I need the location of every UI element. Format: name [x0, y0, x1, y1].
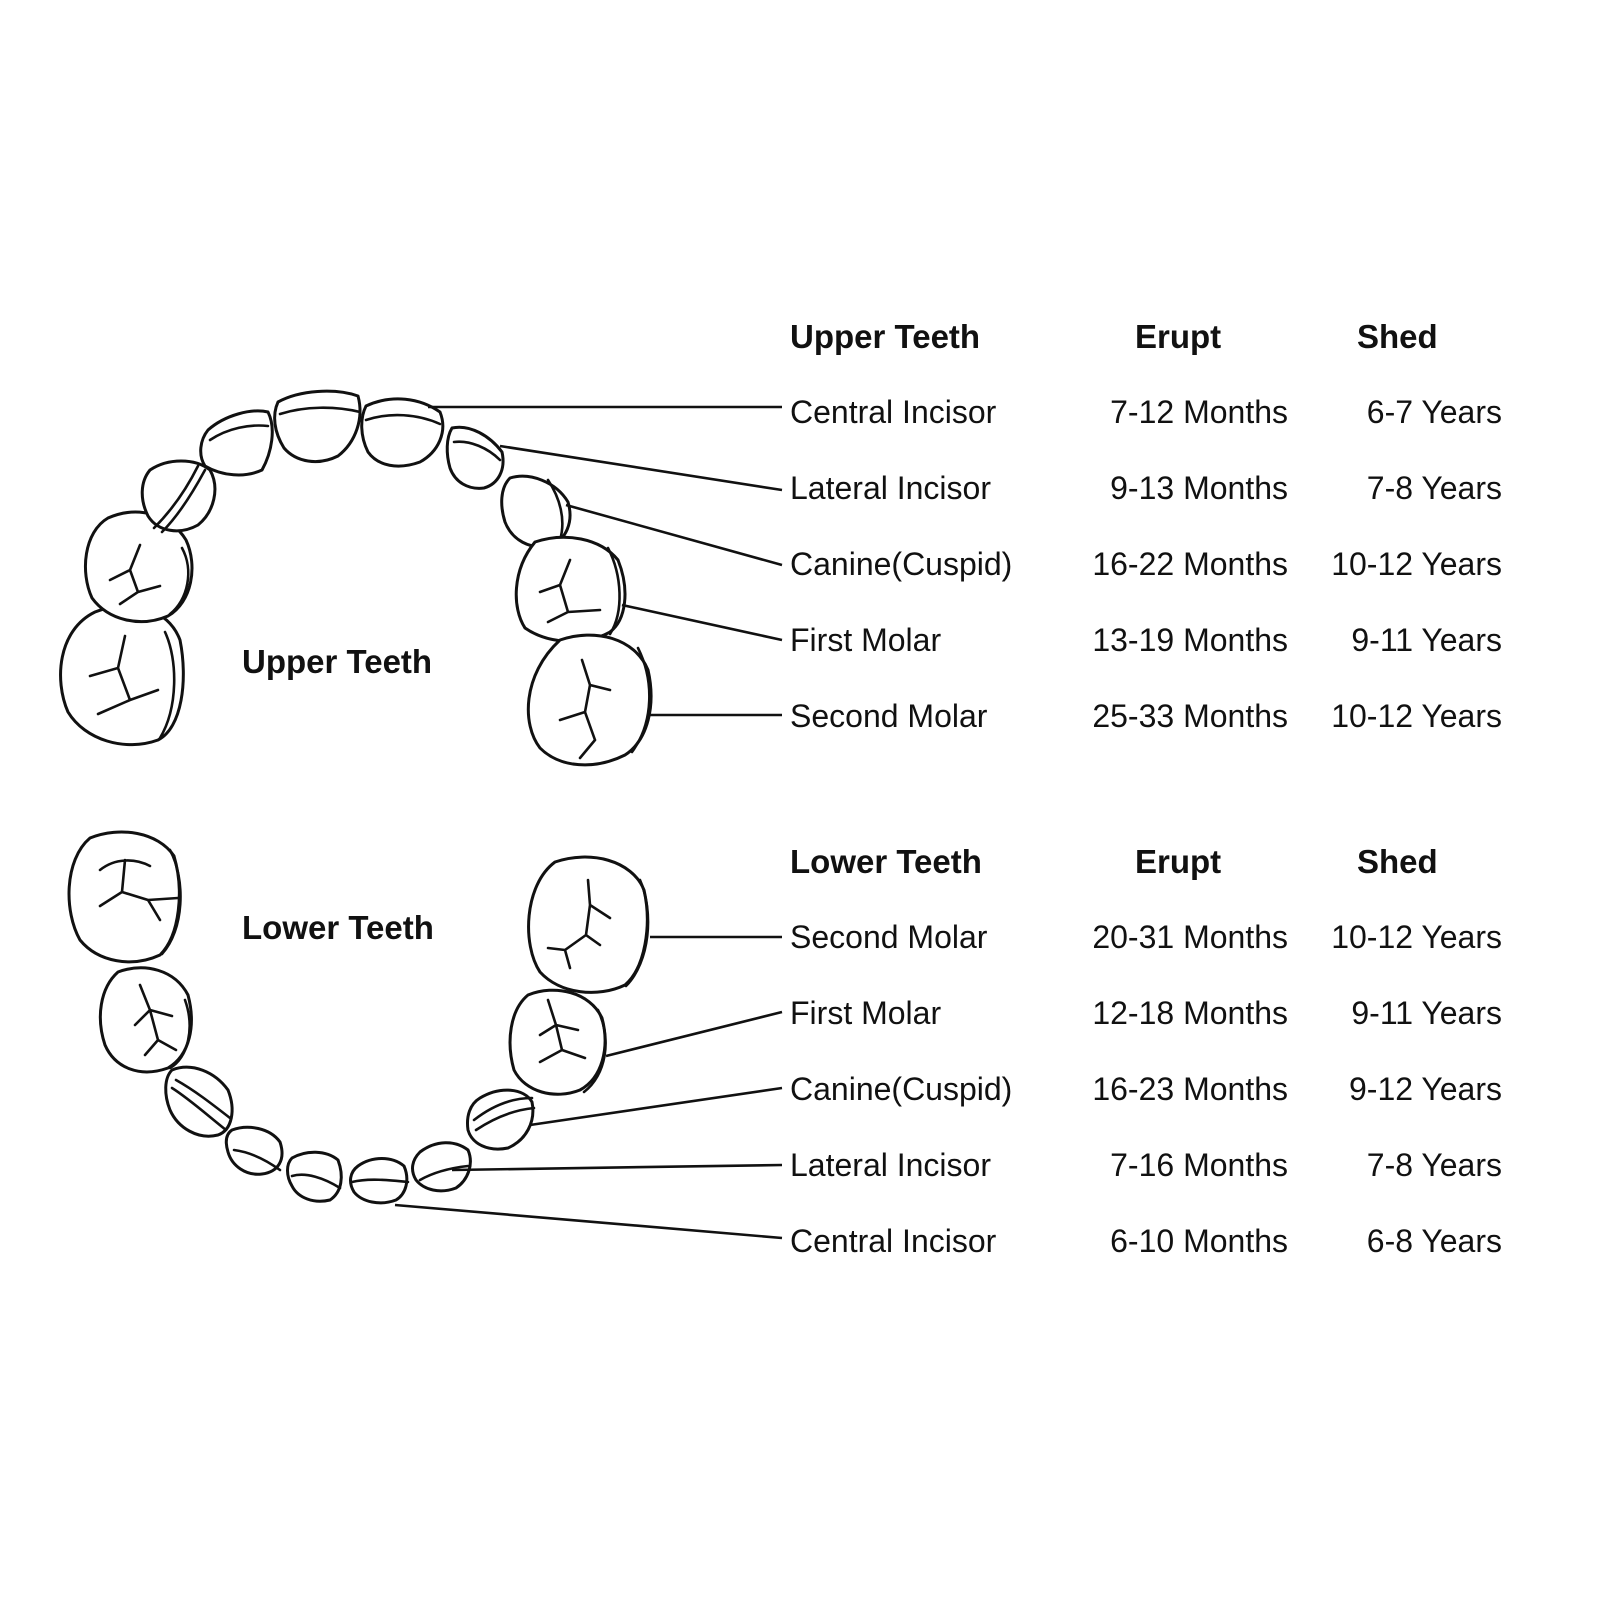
upper-row-erupt: 9-13 Months	[1110, 470, 1288, 506]
lower-row-shed: 6-8 Years	[1366, 1223, 1502, 1259]
upper-left-canine	[140, 459, 217, 534]
upper-right-first-molar	[514, 535, 627, 643]
lower-jaw-label: Lower Teeth	[242, 909, 434, 946]
leader-upper-lateral-incisor	[499, 444, 783, 492]
upper-left-lateral-incisor	[199, 409, 274, 477]
lower-col-header-tooth: Lower Teeth	[790, 843, 982, 880]
lower-left-lateral-incisor	[224, 1125, 284, 1176]
upper-right-central-incisor	[360, 397, 445, 468]
upper-right-lateral-incisor	[445, 425, 505, 490]
lower-row-tooth: Canine(Cuspid)	[790, 1071, 1013, 1107]
lower-right-canine	[466, 1088, 536, 1151]
upper-row-erupt: 16-22 Months	[1092, 546, 1288, 582]
lower-row-shed: 7-8 Years	[1366, 1147, 1502, 1183]
upper-col-header-shed: Shed	[1357, 318, 1438, 355]
lower-left-second-molar	[67, 830, 182, 964]
upper-jaw-label: Upper Teeth	[242, 643, 433, 680]
lower-row-shed: 9-11 Years	[1351, 995, 1502, 1031]
upper-row-shed: 10-12 Years	[1331, 546, 1502, 582]
upper-row-tooth: First Molar	[790, 622, 942, 658]
upper-left-central-incisor	[273, 389, 362, 464]
lower-arch	[67, 830, 650, 1205]
leader-lower-canine	[529, 1086, 783, 1127]
lower-row-tooth: First Molar	[790, 995, 942, 1031]
upper-left-second-molar	[59, 604, 185, 747]
lower-row-erupt: 6-10 Months	[1110, 1223, 1288, 1259]
lower-row-shed: 10-12 Years	[1331, 919, 1502, 955]
upper-row-shed: 7-8 Years	[1366, 470, 1502, 506]
lower-left-first-molar	[98, 966, 193, 1074]
leader-lower-central-incisor	[394, 1203, 783, 1240]
upper-row-erupt: 7-12 Months	[1110, 394, 1288, 430]
lower-row-erupt: 16-23 Months	[1092, 1071, 1288, 1107]
upper-row-tooth: Canine(Cuspid)	[790, 546, 1013, 582]
lower-row-erupt: 12-18 Months	[1092, 995, 1288, 1031]
upper-arch	[59, 389, 653, 767]
lower-right-first-molar	[508, 988, 607, 1096]
upper-row-tooth: Central Incisor	[790, 394, 997, 430]
leader-lines	[394, 405, 783, 1240]
leader-lower-lateral-incisor	[451, 1163, 783, 1172]
lower-row-tooth: Second Molar	[790, 919, 988, 955]
lower-row-shed: 9-12 Years	[1348, 1071, 1502, 1107]
lower-right-lateral-incisor	[411, 1141, 472, 1193]
upper-row-shed: 9-11 Years	[1351, 622, 1502, 658]
lower-row-erupt: 7-16 Months	[1110, 1147, 1288, 1183]
upper-row-erupt: 25-33 Months	[1092, 698, 1288, 734]
lower-row-tooth: Lateral Incisor	[790, 1147, 991, 1183]
lower-col-header-erupt: Erupt	[1135, 843, 1222, 880]
lower-left-canine	[164, 1065, 234, 1138]
upper-row-tooth: Second Molar	[790, 698, 988, 734]
lower-col-header-shed: Shed	[1357, 843, 1438, 880]
lower-right-central-incisor	[349, 1157, 410, 1205]
upper-right-second-molar	[526, 633, 653, 767]
upper-col-header-erupt: Erupt	[1135, 318, 1222, 355]
lower-right-second-molar	[527, 855, 650, 994]
leader-upper-canine	[565, 503, 783, 567]
lower-left-central-incisor	[286, 1150, 343, 1203]
leader-lower-first-molar	[605, 1010, 783, 1058]
upper-row-shed: 6-7 Years	[1366, 394, 1502, 430]
upper-row-erupt: 13-19 Months	[1092, 622, 1288, 658]
lower-row-erupt: 20-31 Months	[1092, 919, 1288, 955]
upper-row-shed: 10-12 Years	[1331, 698, 1502, 734]
leader-upper-first-molar	[621, 603, 783, 642]
upper-row-tooth: Lateral Incisor	[790, 470, 991, 506]
upper-col-header-tooth: Upper Teeth	[790, 318, 981, 355]
lower-row-tooth: Central Incisor	[790, 1223, 997, 1259]
